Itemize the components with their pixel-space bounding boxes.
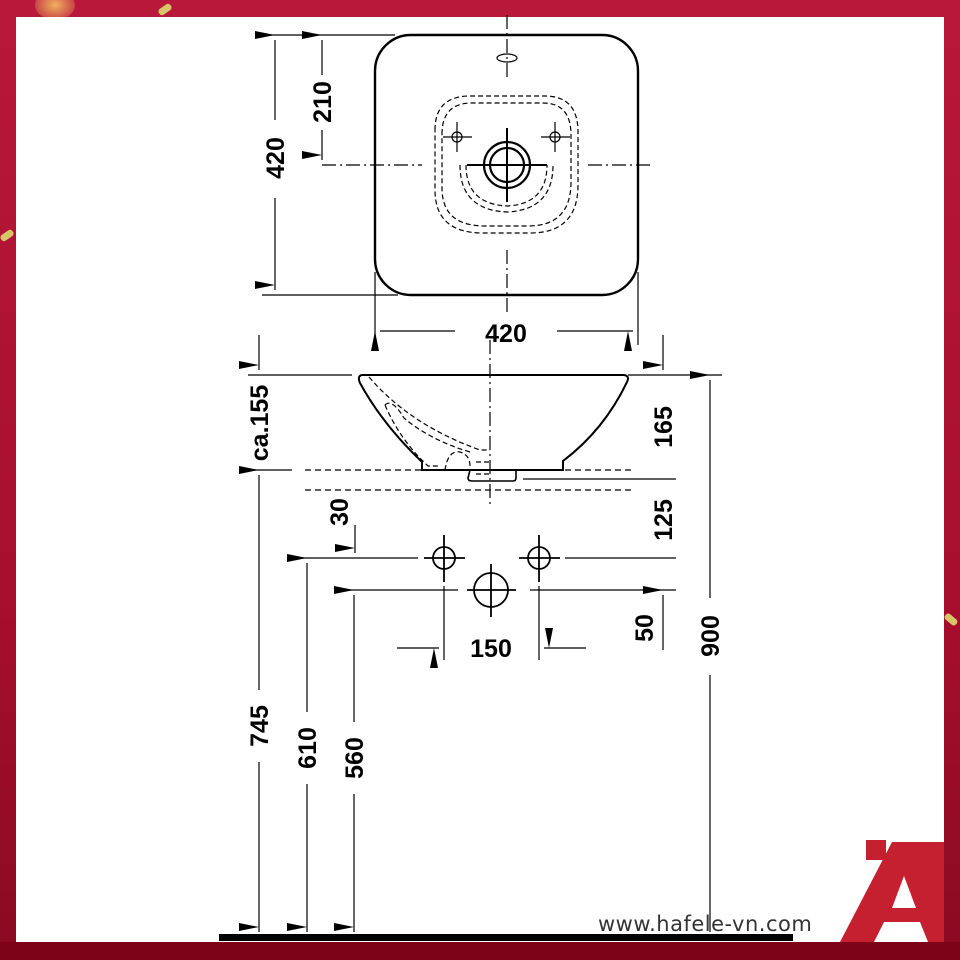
dim-label-depth: 420 bbox=[262, 137, 290, 179]
dim-label-bowl-height: ca.155 bbox=[246, 385, 274, 462]
floor-line bbox=[219, 934, 793, 941]
dim-label-drain-below: 125 bbox=[650, 499, 678, 541]
dim-label-valve-height: 610 bbox=[294, 727, 322, 769]
decorative-glow bbox=[35, 0, 75, 20]
valve-symbols bbox=[424, 535, 560, 617]
dim-label-counter-height: 745 bbox=[246, 705, 274, 747]
dim-label-width: 420 bbox=[485, 320, 527, 348]
hafele-logo-icon bbox=[840, 840, 944, 942]
dim-label-drain-height: 560 bbox=[341, 737, 369, 779]
dim-label-total-height: 900 bbox=[697, 615, 725, 657]
dim-label-valve-spacing: 150 bbox=[470, 635, 512, 663]
dim-label-tap-offset: 30 bbox=[326, 498, 354, 526]
dim-label-rim-height: 165 bbox=[650, 406, 678, 448]
frame-bottom-bar bbox=[0, 942, 960, 960]
side-view-basin bbox=[359, 340, 629, 505]
website-watermark: www.hafele-vn.com bbox=[598, 912, 813, 936]
top-view-basin bbox=[322, 15, 652, 312]
drawing-sheet bbox=[16, 17, 944, 943]
dim-label-drain-offset: 210 bbox=[309, 81, 337, 123]
dim-label-drain-offset-side: 50 bbox=[631, 614, 659, 642]
